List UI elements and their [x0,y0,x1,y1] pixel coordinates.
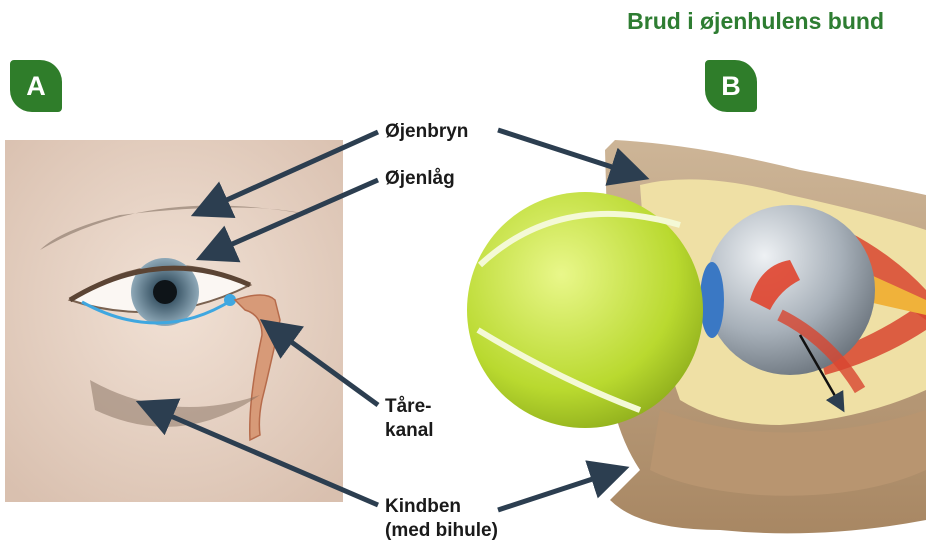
eyeball [705,205,875,375]
label-tear-duct-line2: kanal [385,419,434,443]
cornea [700,262,724,338]
label-cheekbone: Kindben (med bihule) [385,495,498,543]
tennis-ball [467,192,703,428]
label-eyebrow: Øjenbryn [385,120,468,144]
panel-b-badge: B [705,60,757,112]
figure-title: Brud i øjenhulens bund [627,8,884,35]
label-eyelid: Øjenlåg [385,167,455,191]
label-cheekbone-line1: Kindben [385,495,498,519]
label-tear-duct: Tåre- kanal [385,395,434,443]
arrow-cheekbone-skull [498,470,620,510]
face-panel [5,140,343,502]
panel-a-badge: A [10,60,62,112]
label-cheekbone-line2: (med bihule) [385,519,498,543]
label-tear-duct-line1: Tåre- [385,395,434,419]
pupil [153,280,177,304]
